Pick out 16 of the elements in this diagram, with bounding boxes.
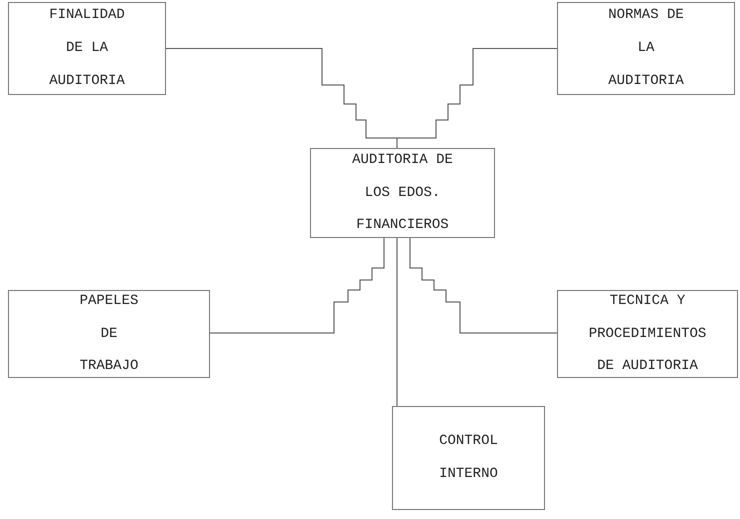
box-label: AUDITORIA DE LOS EDOS. FINANCIEROS — [352, 150, 453, 236]
connector-line — [210, 238, 384, 334]
box-label: FINALIDAD DE LA AUDITORIA — [48, 6, 126, 91]
box-label: NORMAS DE LA AUDITORIA — [607, 6, 685, 91]
text-box — [8, 290, 210, 378]
connector-line — [410, 238, 558, 334]
box-label: TECNICA Y PROCEDIMIENTOS DE AUDITORIA — [588, 292, 706, 376]
box-label: CONTROL INTERNO — [438, 432, 499, 484]
text-box — [8, 2, 166, 95]
text-box — [392, 406, 545, 510]
text-box — [310, 148, 495, 238]
text-box — [557, 290, 738, 378]
connector-line — [396, 238, 398, 406]
box-label: PAPELES DE TRABAJO — [78, 292, 140, 376]
text-box — [557, 2, 735, 95]
connector-line — [396, 48, 558, 148]
